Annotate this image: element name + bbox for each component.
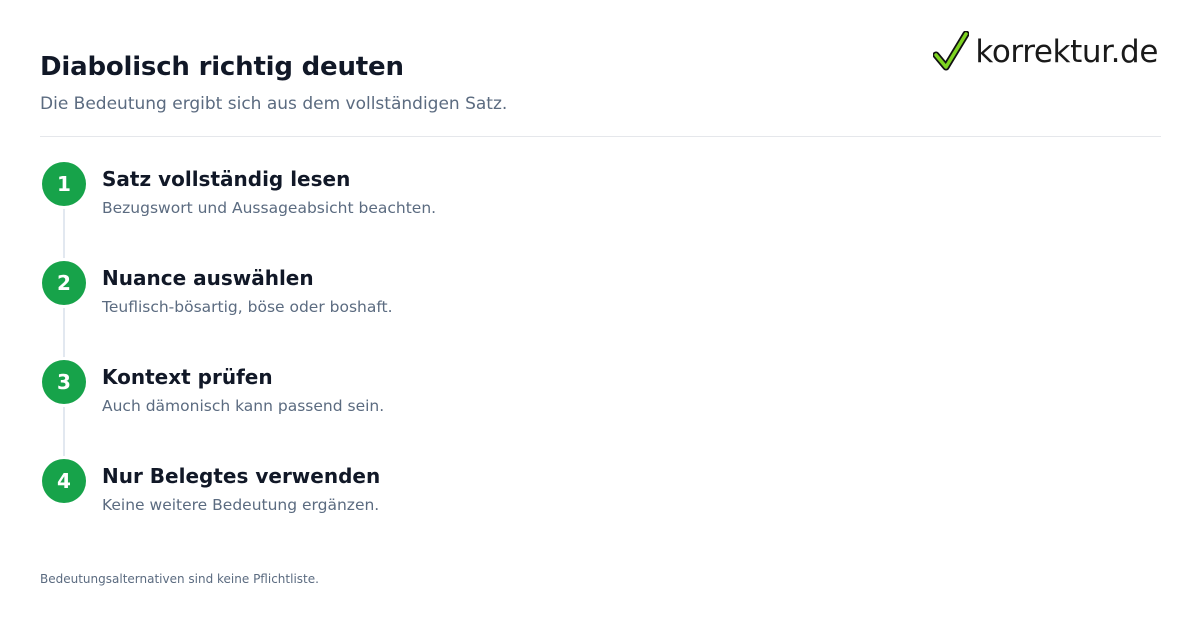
step-description: Teuflisch-bösartig, böse oder boshaft. bbox=[102, 298, 393, 316]
step-number-badge: 2 bbox=[42, 261, 86, 305]
step-title: Nur Belegtes verwenden bbox=[102, 464, 381, 488]
step-number-badge: 1 bbox=[42, 162, 86, 206]
step-title: Nuance auswählen bbox=[102, 266, 314, 290]
checkmark-icon bbox=[933, 31, 970, 71]
step-number-badge: 4 bbox=[42, 459, 86, 503]
brand-logo[interactable]: korrektur.de bbox=[933, 30, 1158, 74]
header-divider bbox=[40, 136, 1161, 137]
timeline-connector bbox=[63, 190, 65, 486]
page-title: Diabolisch richtig deuten bbox=[40, 52, 404, 82]
step-4: 4 Nur Belegtes verwenden Keine weitere B… bbox=[40, 459, 1140, 529]
step-number-badge: 3 bbox=[42, 360, 86, 404]
step-title: Satz vollständig lesen bbox=[102, 167, 351, 191]
page-subtitle: Die Bedeutung ergibt sich aus dem vollst… bbox=[40, 94, 508, 114]
step-description: Bezugswort und Aussageabsicht beachten. bbox=[102, 199, 437, 217]
brand-name: korrektur.de bbox=[975, 34, 1158, 70]
step-description: Auch dämonisch kann passend sein. bbox=[102, 397, 385, 415]
step-3: 3 Kontext prüfen Auch dämonisch kann pas… bbox=[40, 360, 1140, 430]
step-2: 2 Nuance auswählen Teuflisch-bösartig, b… bbox=[40, 261, 1140, 331]
step-title: Kontext prüfen bbox=[102, 365, 273, 389]
footnote: Bedeutungsalternativen sind keine Pflich… bbox=[40, 572, 319, 586]
step-description: Keine weitere Bedeutung ergänzen. bbox=[102, 496, 380, 514]
step-1: 1 Satz vollständig lesen Bezugswort und … bbox=[40, 162, 1140, 232]
